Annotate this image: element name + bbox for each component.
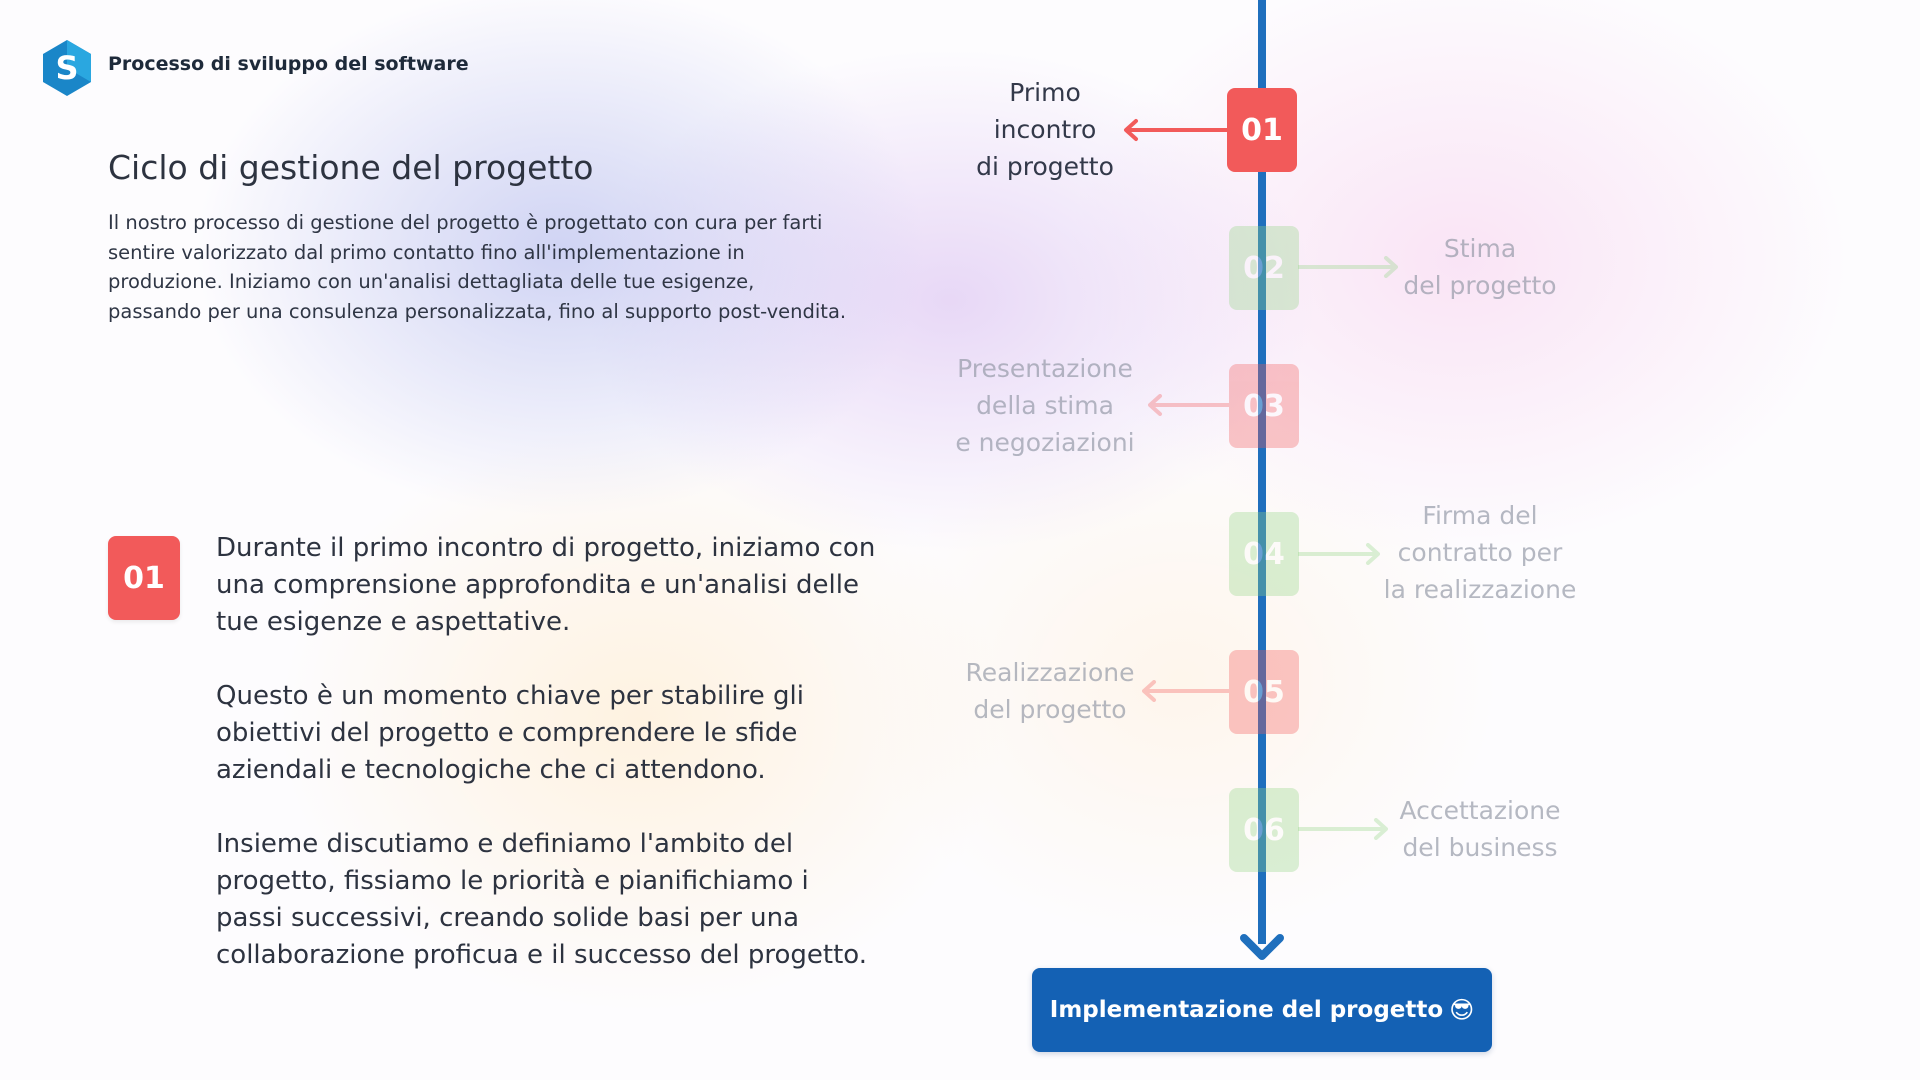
timeline-step-01[interactable]: 01: [1227, 88, 1297, 172]
arrow-right-icon: [1298, 256, 1398, 278]
timeline-step-label: Accettazione del business: [1399, 796, 1561, 862]
timeline-step-05[interactable]: 05: [1229, 650, 1299, 734]
timeline-step-02[interactable]: 02: [1229, 226, 1299, 310]
step-detail-paragraph: Questo è un momento chiave per stabilire…: [216, 681, 804, 785]
step-detail-paragraph: Durante il primo incontro di progetto, i…: [216, 533, 876, 637]
arrow-left-icon: [1142, 680, 1229, 702]
arrow-left-icon: [1148, 394, 1229, 416]
arrow-right-icon: [1298, 543, 1380, 565]
arrow-left-icon: [1124, 119, 1227, 141]
timeline-step-label: Realizzazione del progetto: [965, 658, 1135, 724]
timeline-step-label: Firma del contratto per la realizzazione: [1383, 501, 1577, 604]
svg-text:S: S: [55, 49, 78, 87]
app-title: Processo di sviluppo del software: [108, 53, 469, 75]
intro-paragraph: Il nostro processo di gestione del proge…: [108, 211, 847, 323]
timeline-arrow-down-icon: [1240, 934, 1284, 960]
step-detail: Durante il primo incontro di progetto, i…: [216, 530, 876, 1011]
section-title: Ciclo di gestione del progetto: [108, 148, 594, 187]
sunglasses-emoji-icon: 😎: [1449, 996, 1475, 1024]
app-logo: S: [40, 38, 94, 98]
timeline-step-label: Presentazione della stima e negoziazioni: [955, 354, 1135, 457]
active-step-badge: 01: [108, 536, 180, 620]
timeline-step-label: Primo incontro di progetto: [976, 78, 1114, 181]
implementation-button[interactable]: Implementazione del progetto 😎: [1032, 968, 1492, 1052]
timeline-step-06[interactable]: 06: [1229, 788, 1299, 872]
timeline-step-03[interactable]: 03: [1229, 364, 1299, 448]
timeline-line: [1258, 0, 1266, 944]
arrow-right-icon: [1298, 818, 1388, 840]
timeline-step-label: Stima del progetto: [1403, 234, 1557, 300]
implementation-button-label: Implementazione del progetto: [1049, 997, 1444, 1023]
timeline-step-04[interactable]: 04: [1229, 512, 1299, 596]
hexagon-logo-icon: S: [43, 40, 91, 96]
step-detail-paragraph: Insieme discutiamo e definiamo l'ambito …: [216, 829, 867, 970]
